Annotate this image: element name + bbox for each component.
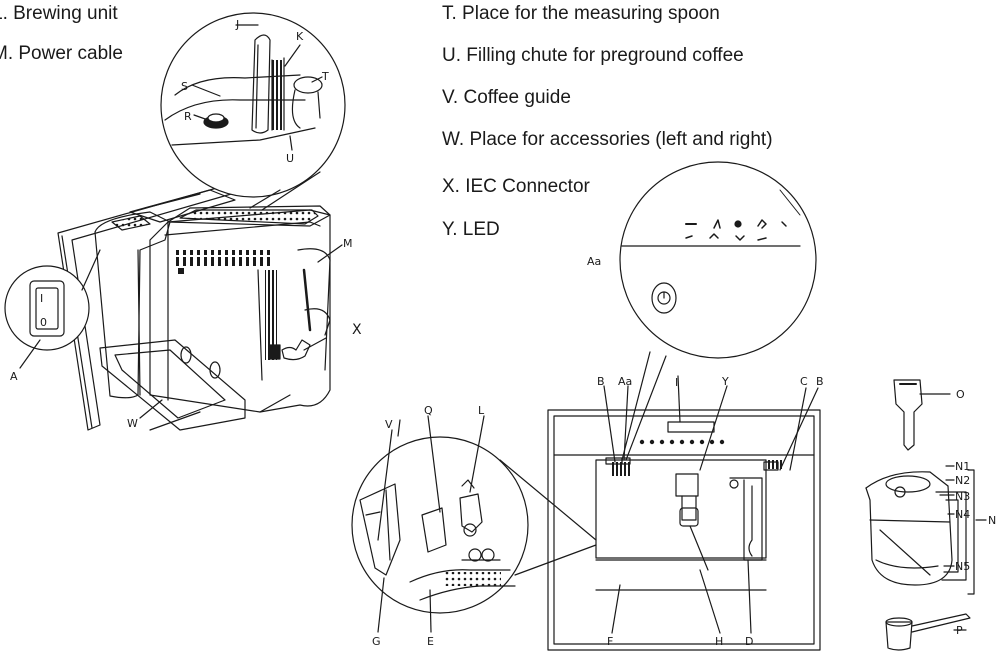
callout-m: M bbox=[343, 237, 353, 250]
callout-labels: J K S T R U M X A W I 0 Aa B Aa I Y C B … bbox=[10, 18, 996, 648]
callout-n4: N4 bbox=[955, 508, 970, 521]
legend-item-w: W. Place for accessories (left and right… bbox=[442, 129, 773, 150]
callout-aa: Aa bbox=[618, 375, 632, 388]
callout-p: P bbox=[956, 624, 963, 637]
callout-a: A bbox=[10, 370, 18, 383]
callout-f: F bbox=[607, 635, 613, 648]
legend-item-v: V. Coffee guide bbox=[442, 87, 571, 108]
callout-b-left: B bbox=[597, 375, 605, 388]
legend-item-t: T. Place for the measuring spoon bbox=[442, 3, 720, 24]
control-panel-detail bbox=[619, 161, 817, 461]
leader-lines bbox=[19, 24, 819, 634]
callout-aa-detail: Aa bbox=[587, 255, 601, 268]
legend-item-y: Y. LED bbox=[442, 219, 500, 240]
callout-n3: N3 bbox=[955, 490, 970, 503]
callout-u: U bbox=[286, 152, 294, 165]
callout-q: Q bbox=[424, 404, 433, 417]
brewing-unit-detail bbox=[160, 12, 346, 211]
callout-n5: N5 bbox=[955, 560, 970, 573]
legend-item-m: M. Power cable bbox=[0, 43, 123, 64]
accessories bbox=[865, 379, 987, 651]
legend-item-l: L. Brewing unit bbox=[0, 3, 118, 24]
callout-j: J bbox=[235, 18, 239, 31]
callout-h: H bbox=[715, 635, 723, 648]
callout-x: X bbox=[352, 322, 362, 338]
callout-o: O bbox=[956, 388, 965, 401]
callout-n: N bbox=[988, 514, 996, 527]
callout-n1: N1 bbox=[955, 460, 970, 473]
callout-n2: N2 bbox=[955, 474, 970, 487]
callout-d: D bbox=[745, 635, 753, 648]
interior-detail bbox=[351, 419, 597, 614]
callout-g: G bbox=[372, 635, 381, 648]
callout-e: E bbox=[427, 635, 434, 648]
callout-i: I bbox=[675, 376, 678, 389]
machine-front-view bbox=[547, 409, 821, 651]
callout-b-right: B bbox=[816, 375, 824, 388]
legend-item-x: X. IEC Connector bbox=[442, 176, 590, 197]
machine-rear-view bbox=[4, 179, 331, 431]
callout-s: S bbox=[181, 80, 188, 93]
switch-on-mark: I bbox=[40, 292, 43, 305]
callout-t: T bbox=[321, 70, 329, 83]
legend-item-u: U. Filling chute for preground coffee bbox=[442, 45, 744, 66]
callout-v: V bbox=[385, 418, 393, 431]
callout-c: C bbox=[800, 375, 808, 388]
switch-off-mark: 0 bbox=[40, 316, 47, 329]
callout-r: R bbox=[184, 110, 192, 123]
callout-l: L bbox=[478, 404, 485, 417]
callout-w: W bbox=[127, 417, 138, 430]
callout-k: K bbox=[296, 30, 304, 43]
callout-y: Y bbox=[721, 375, 729, 388]
